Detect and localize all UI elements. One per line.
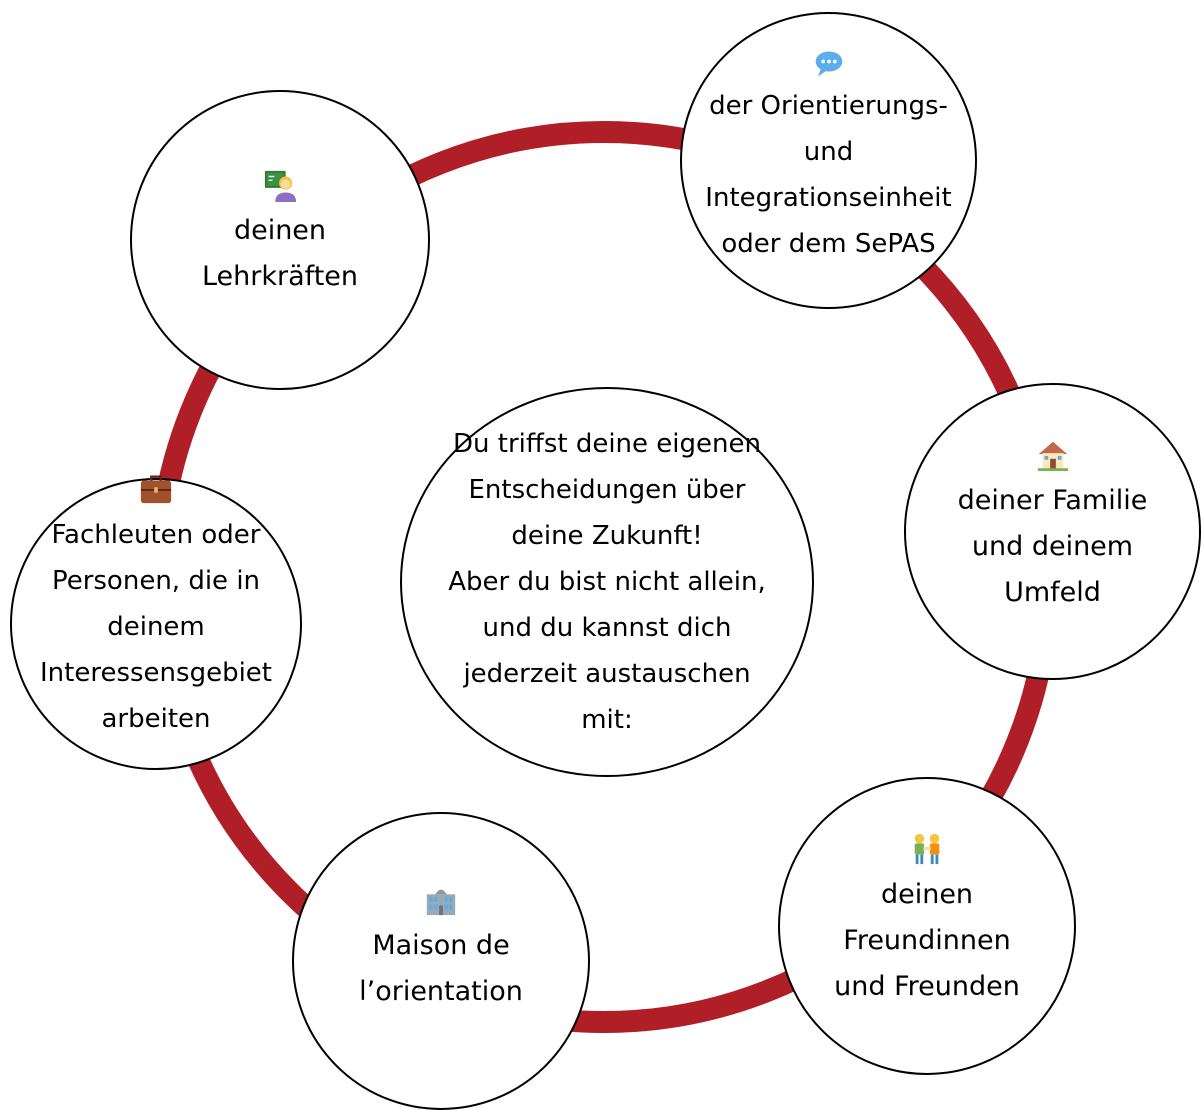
node-experts-label: Fachleuten oder Personen, die in deinem … (40, 520, 272, 734)
node-family: deiner Familie und deinem Umfeld (904, 383, 1201, 680)
node-friends-label: deinen Freundinnen und Freunden (834, 879, 1020, 1002)
center-message-circle: Du triffst deine eigenen Entscheidungen … (400, 387, 814, 777)
node-orientation-unit-label: der Orientierungs- und Integrationseinhe… (705, 90, 952, 259)
node-teachers-label: deinen Lehrkräften (201, 215, 358, 292)
friends-icon (914, 833, 940, 865)
building-icon (426, 889, 456, 916)
node-maison-de-lorientation: Maison de l’orientation (292, 812, 590, 1110)
center-message-text: Du triffst deine eigenen Entscheidungen … (448, 429, 766, 735)
node-experts: Fachleuten oder Personen, die in deinem … (10, 475, 302, 770)
speech-bubble-icon (815, 51, 842, 76)
node-orientation-unit: der Orientierungs- und Integrationseinhe… (680, 12, 977, 309)
house-icon (1037, 441, 1068, 471)
node-family-label: deiner Familie und deinem Umfeld (957, 484, 1148, 608)
node-friends: deinen Freundinnen und Freunden (778, 777, 1076, 1075)
teacher-icon (264, 170, 297, 202)
node-teachers: deinen Lehrkräften (130, 90, 430, 390)
briefcase-icon (140, 475, 172, 504)
node-maison-label: Maison de l’orientation (359, 930, 523, 1007)
